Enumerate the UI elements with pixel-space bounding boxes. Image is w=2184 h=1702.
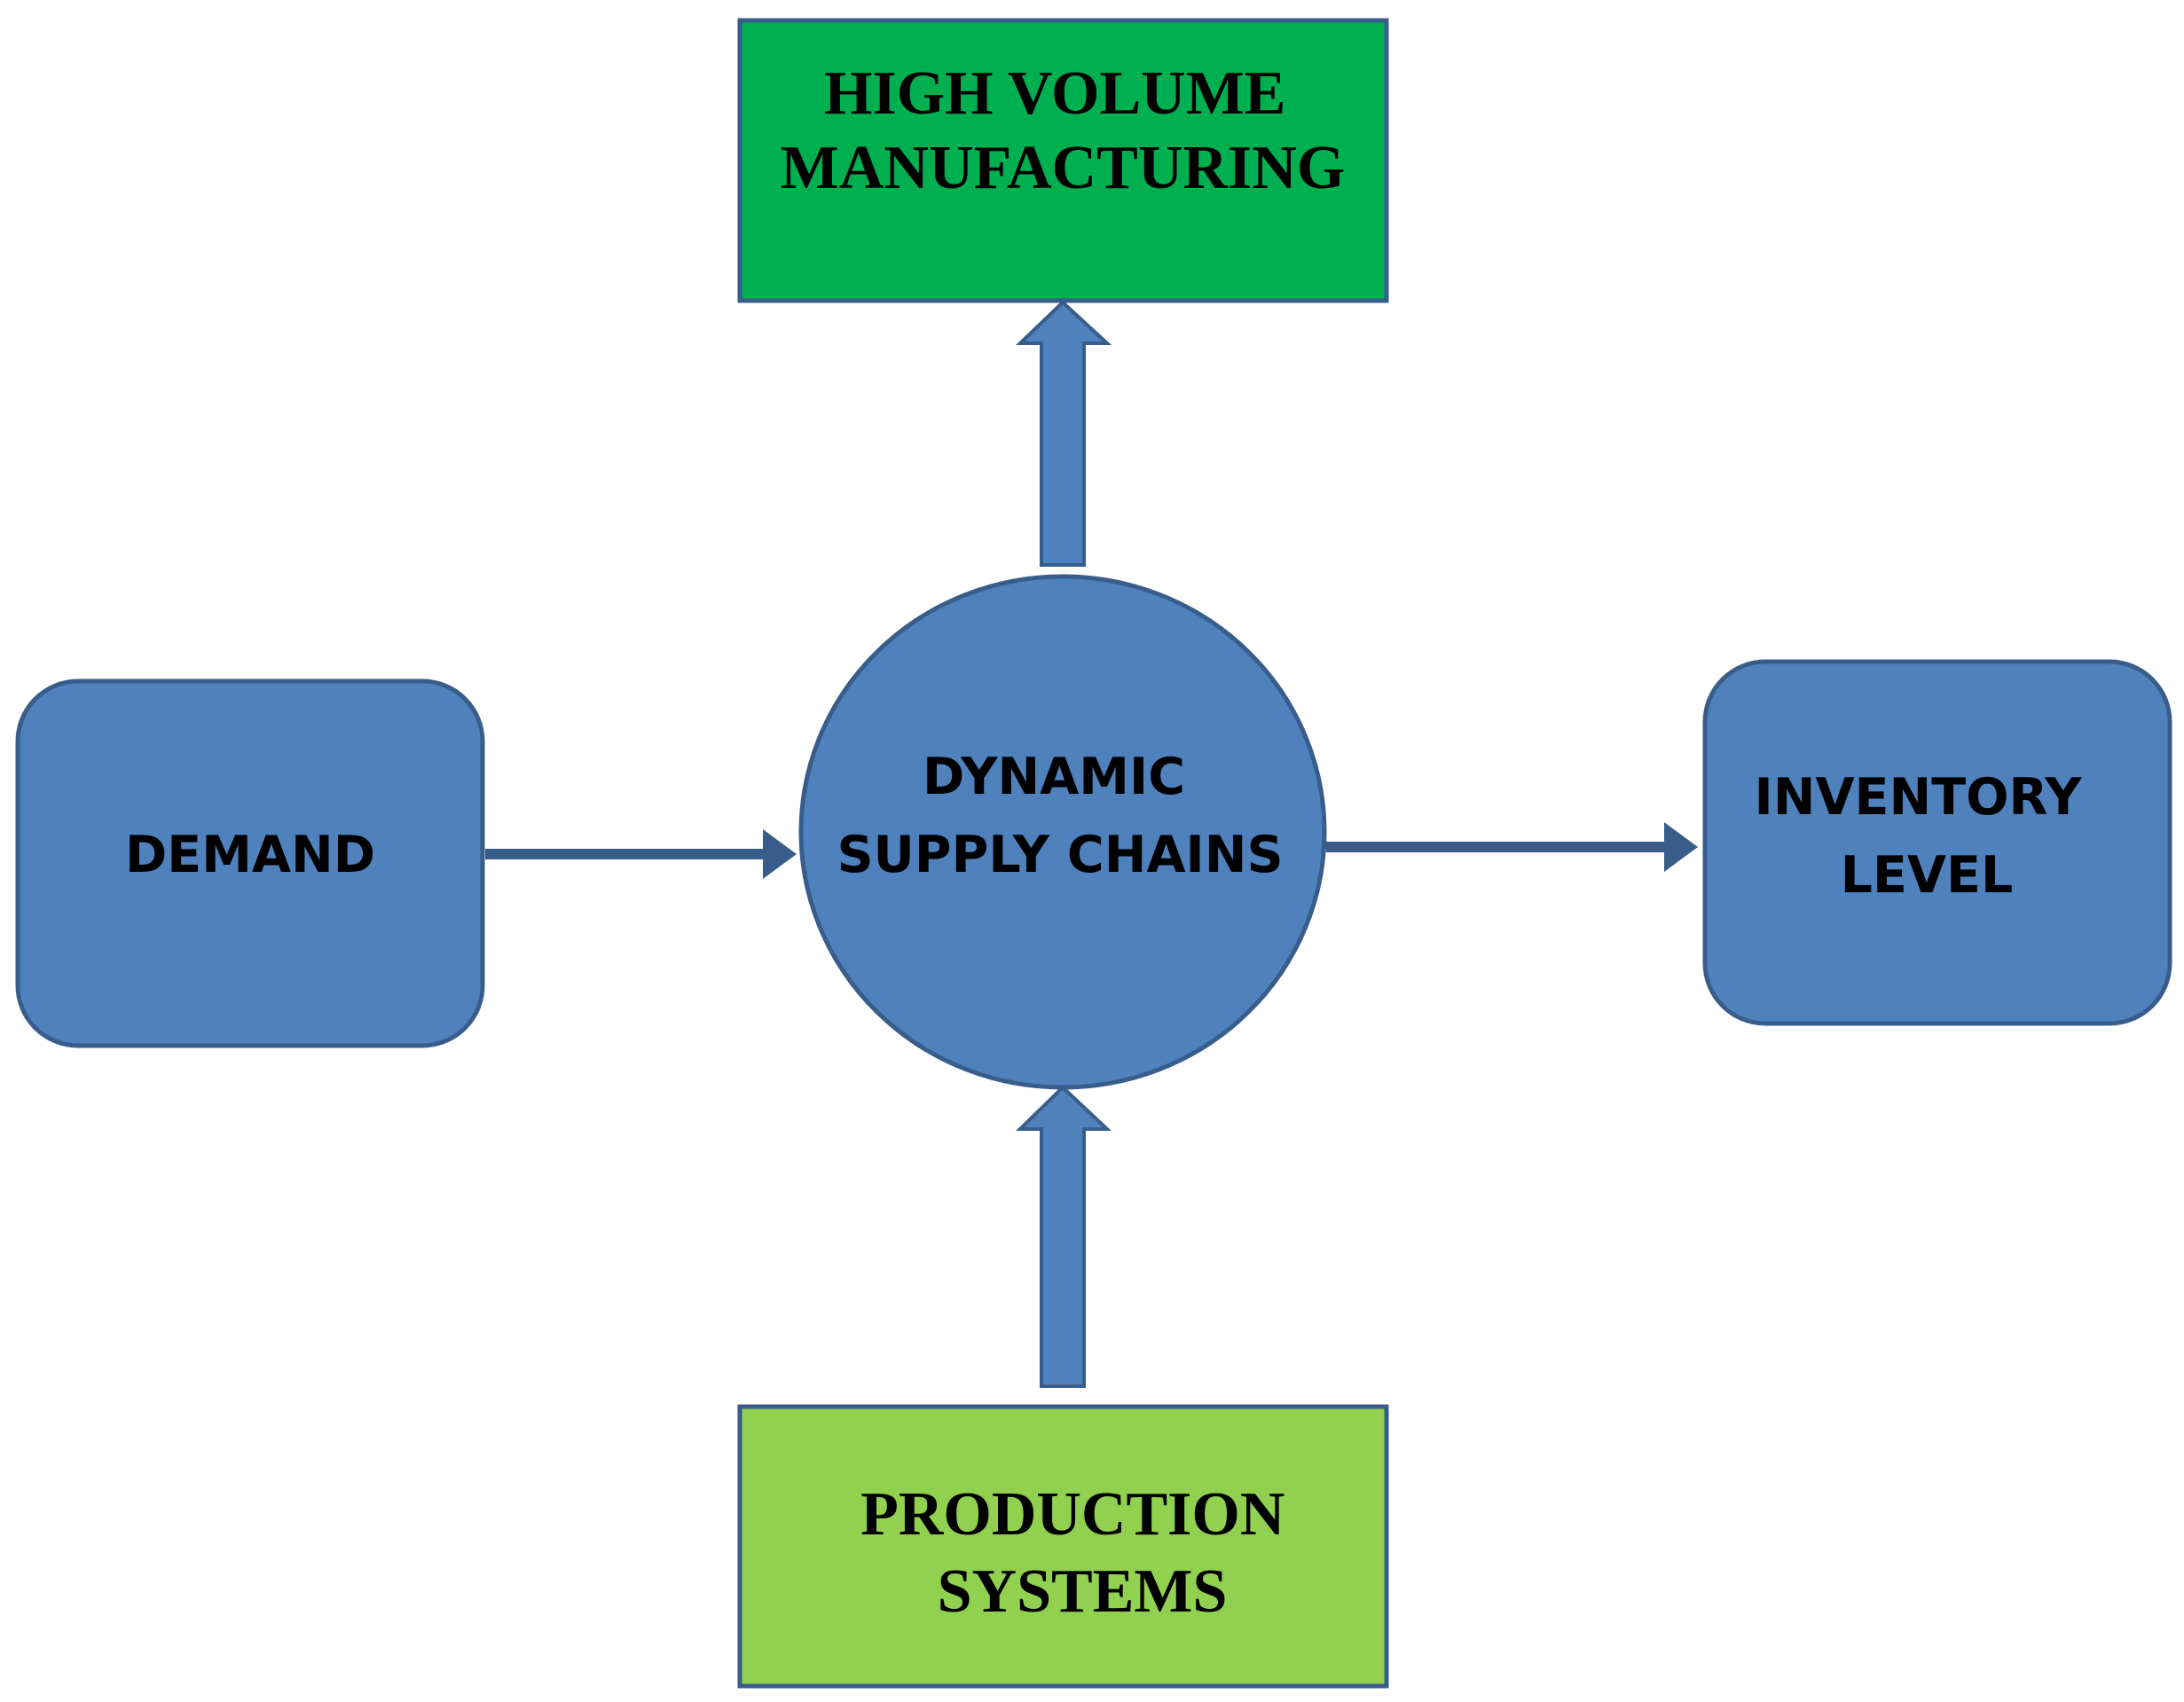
high-volume-manufacturing-box	[737, 18, 1389, 303]
node-dynamic-supply-chains: DYNAMIC SUPPLY CHAINS	[798, 574, 1327, 1090]
high-volume-manufacturing-label-line2: MANUFACTURING	[781, 134, 1345, 202]
demand-box	[15, 678, 485, 1048]
svg-text:HIGH VOLUME MANUFACTURIN: HIGH VOLUME MANUFACTURING	[781, 59, 1345, 202]
node-inventory-level: INVENTORY LEVEL	[1702, 659, 2172, 1026]
svg-text:DYNAMIC SUPPLY CHAINS: DYNAMIC SUPPLY CHAINS	[837, 748, 1283, 884]
dynamic-supply-chains-label-line2: SUPPLY CHAINS	[837, 826, 1283, 884]
dynamic-supply-chains-label-line1: DYNAMIC	[923, 748, 1185, 806]
svg-text:INVENTORY LEVEL: INVENTORY LEVEL	[1755, 768, 2100, 905]
demand-label: DEMAND	[125, 826, 375, 884]
inventory-level-box	[1702, 659, 2172, 1026]
production-systems-label-line1: PRODUCTION	[860, 1480, 1284, 1549]
node-demand: DEMAND	[15, 678, 485, 1048]
inventory-level-label-line2: LEVEL	[1841, 846, 2014, 905]
node-production-systems: PRODUCTION SYSTEMS	[737, 1404, 1389, 1689]
arrow-from-production-systems	[1016, 1085, 1112, 1388]
dynamic-supply-chains-circle	[798, 574, 1327, 1090]
production-systems-box	[737, 1404, 1389, 1689]
arrow-to-high-volume-manufacturing	[1016, 300, 1112, 567]
production-systems-label-line2: SYSTEMS	[938, 1557, 1228, 1626]
svg-text:PRODUCTION SYSTEMS: PRODUCTION SYSTEMS	[860, 1480, 1300, 1626]
arrow-supply-chains-to-inventory	[1326, 822, 1698, 872]
node-high-volume-manufacturing: HIGH VOLUME MANUFACTURING	[737, 18, 1389, 303]
svg-text:DEMAND: DEMAND	[125, 826, 375, 884]
high-volume-manufacturing-label-line1: HIGH VOLUME	[824, 59, 1285, 128]
inventory-level-label-line1: INVENTORY	[1755, 768, 2083, 827]
arrow-demand-to-supply-chains	[485, 829, 797, 879]
